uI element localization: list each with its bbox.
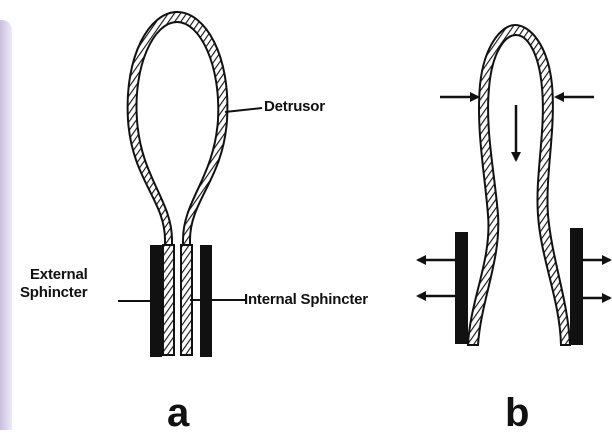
panel-b-bladder [455, 25, 583, 345]
panel-a-bladder [128, 12, 228, 357]
internal-sphincter-a-left [163, 245, 174, 355]
panel-label-b: b [505, 393, 529, 433]
panel-label-a: a [167, 393, 189, 433]
bladder-a-wall [128, 12, 228, 355]
bladder-b-wall [468, 25, 570, 345]
external-sphincter-b-right [570, 228, 583, 345]
external-sphincter-b-left [455, 232, 468, 344]
label-detrusor: Detrusor [264, 98, 325, 116]
label-external-sphincter-line2: Sphincter [20, 284, 87, 302]
detrusor-leader [225, 108, 262, 112]
label-external-sphincter-line1: External [30, 266, 88, 284]
label-internal-sphincter: Internal Sphincter [244, 291, 368, 309]
